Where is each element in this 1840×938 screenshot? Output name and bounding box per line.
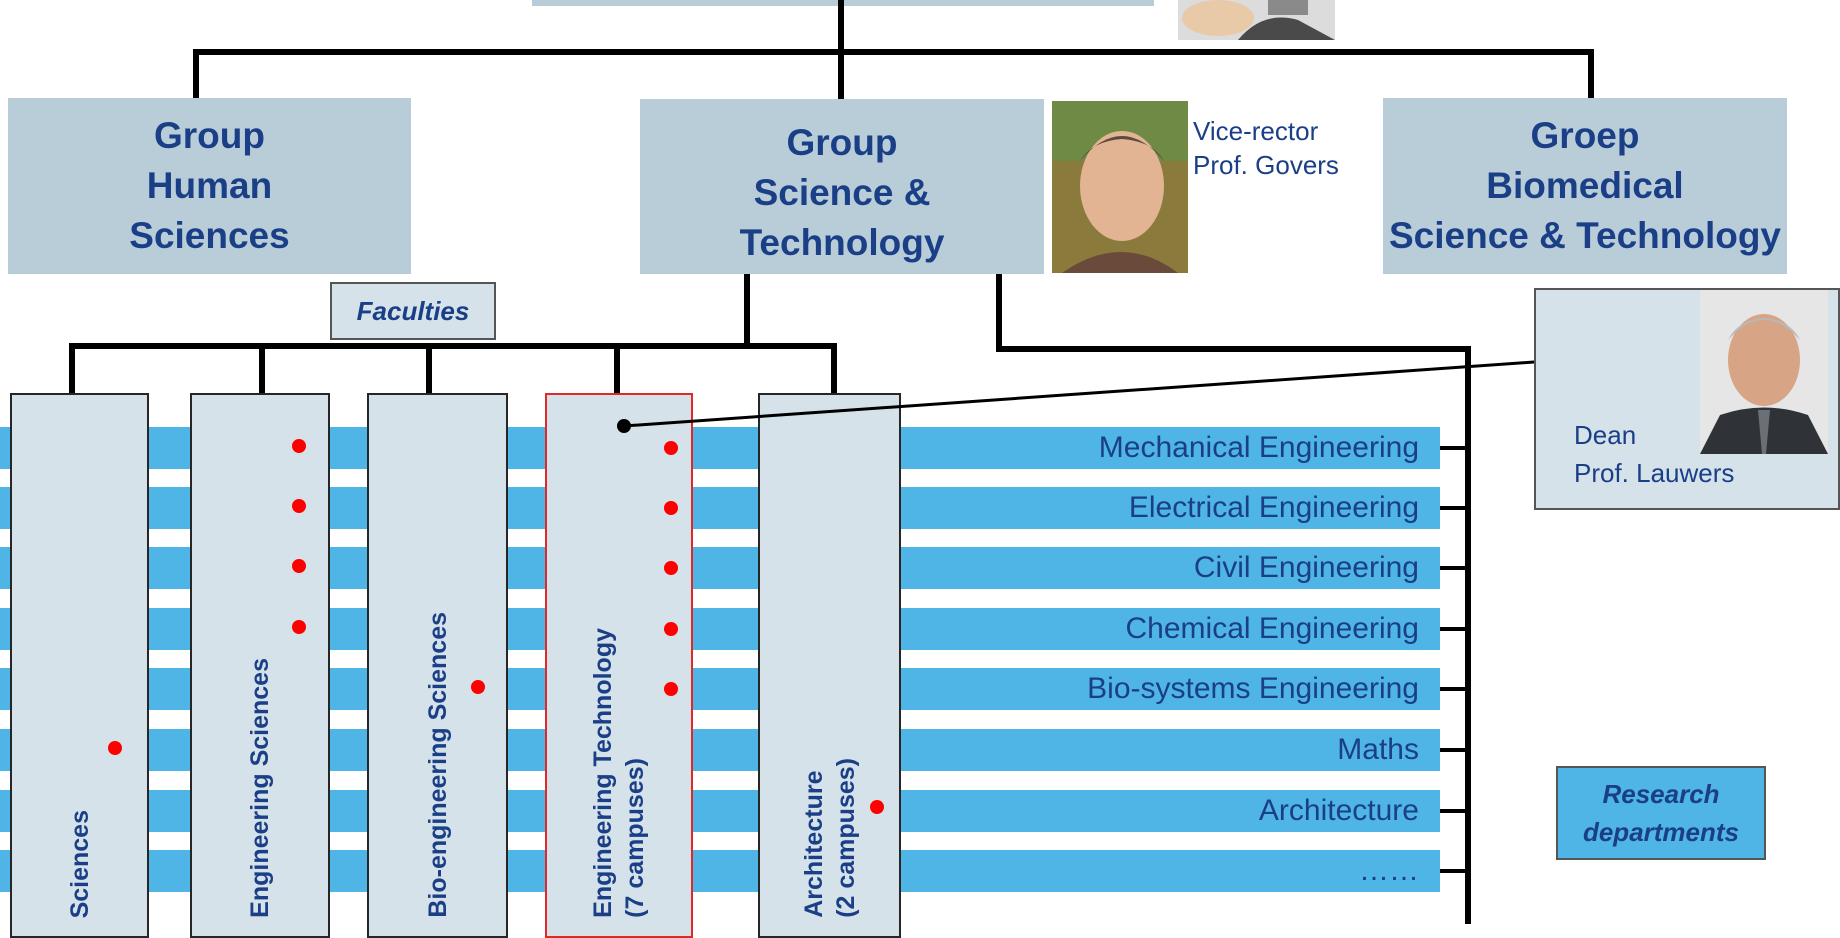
vice-rector-role: Vice-rector	[1193, 116, 1319, 146]
connector	[193, 49, 199, 98]
dept-tick	[1440, 748, 1468, 752]
faculty-sciences: Sciences	[10, 393, 149, 938]
connector	[744, 274, 750, 348]
membership-dot	[664, 682, 678, 696]
membership-dot	[471, 680, 485, 694]
connector	[69, 343, 837, 349]
connector	[996, 274, 1002, 352]
group-label: Group Human Sciences	[129, 115, 290, 256]
dept-tick	[1440, 809, 1468, 813]
faculty-architecture: Architecture (2 campuses)	[758, 393, 901, 938]
dean-box: Dean Prof. Lauwers	[1534, 288, 1840, 510]
faculty-engineering-technology: Engineering Technology (7 campuses)	[545, 393, 693, 938]
faculties-label: Faculties	[356, 295, 470, 326]
faculty-label: Sciences	[65, 809, 94, 918]
group-science-technology: Group Science & Technology	[640, 99, 1044, 274]
research-departments-box: Research departments	[1556, 766, 1766, 860]
dept-label: Bio-systems Engineering	[1087, 672, 1419, 705]
membership-dot	[664, 441, 678, 455]
membership-dot	[292, 620, 306, 634]
dept-label: Architecture	[1258, 794, 1419, 827]
faculty-bio-engineering-sciences: Bio-engineering Sciences	[367, 393, 508, 938]
connector	[831, 343, 837, 393]
research-departments-label: Research departments	[1582, 779, 1740, 847]
faculties-label-box: Faculties	[330, 282, 496, 340]
dept-label: ……	[1359, 854, 1419, 887]
dept-tick	[1440, 446, 1468, 450]
vice-rector-photo	[1052, 101, 1188, 273]
faculty-label: Bio-engineering Sciences	[423, 612, 452, 918]
connector	[69, 343, 75, 393]
membership-dot	[292, 559, 306, 573]
group-biomedical: Groep Biomedical Science & Technology	[1383, 98, 1787, 274]
faculty-label: Architecture (2 campuses)	[799, 758, 860, 918]
dean-name: Prof. Lauwers	[1574, 458, 1735, 488]
dept-tick	[1440, 566, 1468, 570]
group-human-sciences: Group Human Sciences	[8, 98, 411, 274]
faculty-label: Engineering Sciences	[246, 658, 274, 918]
connector	[614, 343, 620, 393]
faculty-engineering-sciences: Engineering Sciences	[190, 393, 330, 938]
dept-label: Mechanical Engineering	[1098, 431, 1419, 464]
dept-tick	[1440, 687, 1468, 691]
dean-caption: Dean Prof. Lauwers	[1574, 416, 1734, 492]
group-label: Group Science & Technology	[739, 121, 945, 263]
connector	[426, 343, 432, 393]
vice-rector-caption: Vice-rector Prof. Govers	[1193, 114, 1339, 182]
connector	[1465, 346, 1471, 924]
dept-tick	[1440, 627, 1468, 631]
membership-dot	[664, 561, 678, 575]
dept-tick	[1440, 506, 1468, 510]
connector	[996, 346, 1471, 352]
dept-label: Chemical Engineering	[1125, 612, 1420, 645]
membership-dot	[664, 501, 678, 515]
dept-label: Electrical Engineering	[1128, 491, 1419, 524]
connector	[1588, 49, 1594, 98]
connector	[259, 343, 265, 393]
connector	[193, 49, 1594, 55]
membership-dot	[664, 622, 678, 636]
membership-dot	[292, 499, 306, 513]
membership-dot	[292, 439, 306, 453]
dean-role: Dean	[1574, 420, 1637, 450]
vice-rector-name: Prof. Govers	[1193, 150, 1339, 180]
faculty-label: Engineering Technology (7 campuses)	[589, 628, 649, 918]
dept-label: Civil Engineering	[1193, 551, 1419, 584]
dept-label: Maths	[1337, 733, 1419, 766]
dean-photo	[1700, 290, 1828, 454]
rector-photo	[1178, 0, 1335, 40]
dept-tick	[1440, 869, 1468, 873]
membership-dot	[108, 741, 122, 755]
group-label: Groep Biomedical Science & Technology	[1388, 115, 1782, 256]
membership-dot	[870, 800, 884, 814]
